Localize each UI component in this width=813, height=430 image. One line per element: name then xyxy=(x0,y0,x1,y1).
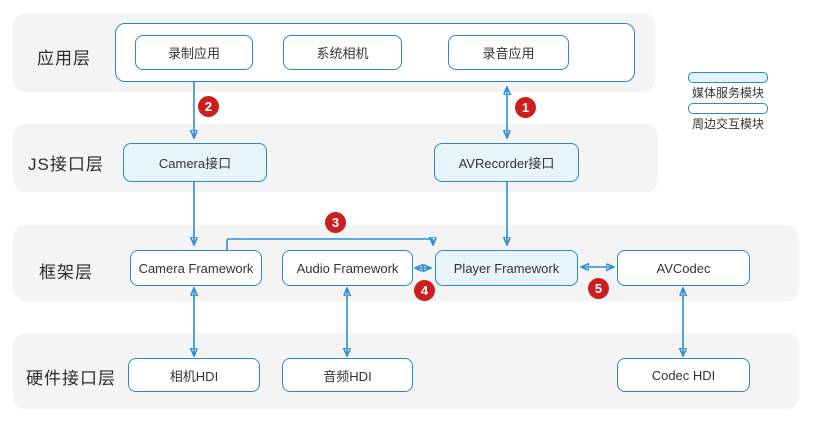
label-js-layer: JS接口层 xyxy=(28,155,104,174)
legend-swatch-peripheral-interaction xyxy=(688,103,768,114)
node-system-camera: 系统相机 xyxy=(283,35,402,70)
step-badge-2: 2 xyxy=(198,96,219,117)
legend-label-peripheral-interaction: 周边交互模块 xyxy=(691,117,764,131)
node-codec-hdi: Codec HDI xyxy=(617,358,750,392)
legend-swatch-media-service xyxy=(688,72,768,83)
node-audio-framework: Audio Framework xyxy=(282,250,413,286)
step-badge-1: 1 xyxy=(515,97,536,118)
step-badge-3: 3 xyxy=(325,212,346,233)
node-avcodec: AVCodec xyxy=(617,250,750,286)
node-audio-hdi: 音频HDI xyxy=(282,358,413,392)
node-recording-app: 录制应用 xyxy=(135,35,253,70)
node-camera-hdi: 相机HDI xyxy=(128,358,260,392)
node-audio-recording-app: 录音应用 xyxy=(448,35,569,70)
step-badge-4: 4 xyxy=(414,280,435,301)
label-hardware-layer: 硬件接口层 xyxy=(26,369,116,388)
label-app-layer: 应用层 xyxy=(37,49,91,68)
node-avrecorder-api: AVRecorder接口 xyxy=(434,143,579,182)
node-camera-framework: Camera Framework xyxy=(130,250,262,286)
node-player-framework: Player Framework xyxy=(435,250,578,286)
label-framework-layer: 框架层 xyxy=(39,263,93,282)
node-camera-api: Camera接口 xyxy=(123,143,267,182)
legend-label-media-service: 媒体服务模块 xyxy=(691,86,764,100)
step-badge-5: 5 xyxy=(588,278,609,299)
